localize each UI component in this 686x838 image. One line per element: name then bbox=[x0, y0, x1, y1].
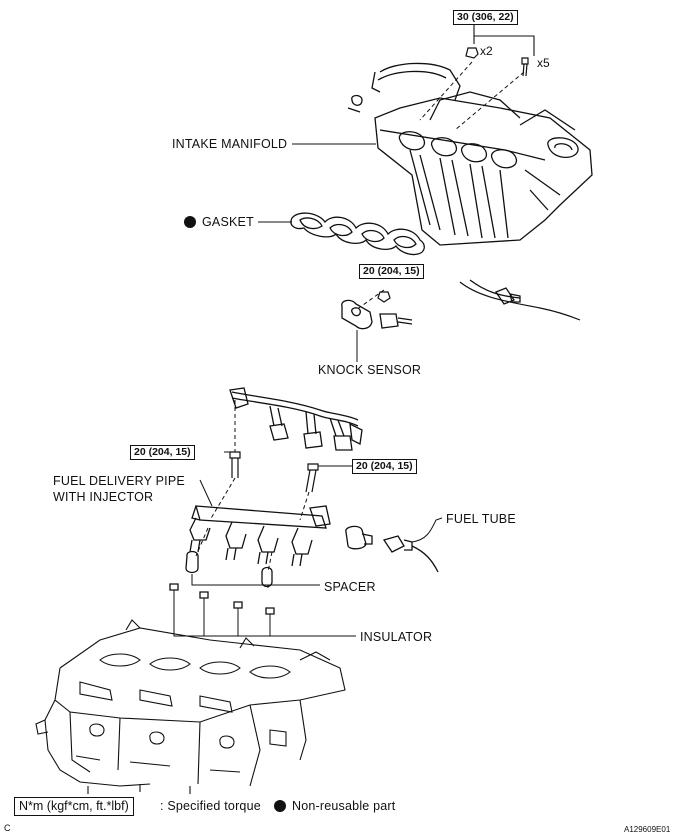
legend-torque-desc: : Specified torque bbox=[160, 799, 261, 813]
torque-spec-delivery-left: 20 (204, 15) bbox=[130, 445, 195, 460]
fuel-delivery-pipe-drawing bbox=[189, 505, 331, 567]
label-with-injector: WITH INJECTOR bbox=[53, 490, 154, 504]
insulator-icon bbox=[199, 591, 209, 599]
torque-spec-knock-sensor: 20 (204, 15) bbox=[359, 264, 424, 279]
nut-count: x2 bbox=[480, 44, 493, 58]
label-gasket: GASKET bbox=[202, 215, 254, 229]
label-fuel-tube: FUEL TUBE bbox=[446, 512, 516, 526]
nut-icon bbox=[465, 47, 479, 59]
insulator-icon bbox=[169, 583, 179, 591]
label-insulator: INSULATOR bbox=[360, 630, 433, 644]
label-intake-manifold: INTAKE MANIFOLD bbox=[172, 137, 288, 151]
label-fuel-delivery-pipe: FUEL DELIVERY PIPE bbox=[53, 474, 185, 488]
intake-manifold-drawing bbox=[347, 62, 593, 246]
engine-block-drawing bbox=[35, 619, 346, 794]
bolt-icon bbox=[521, 57, 529, 77]
wire-harness-drawing bbox=[229, 387, 363, 451]
insulator-icon bbox=[233, 601, 243, 609]
corner-code-left: C bbox=[4, 823, 11, 833]
torque-spec-manifold: 30 (306, 22) bbox=[453, 10, 518, 25]
spacer-icon bbox=[261, 566, 273, 588]
label-spacer: SPACER bbox=[324, 580, 376, 594]
torque-spec-delivery-right: 20 (204, 15) bbox=[352, 459, 417, 474]
knock-sensor-drawing bbox=[341, 299, 413, 330]
nonreusable-bullet-icon bbox=[184, 216, 196, 228]
label-knock-sensor: KNOCK SENSOR bbox=[318, 363, 422, 377]
legend-torque-unit: N*m (kgf*cm, ft.*lbf) bbox=[14, 797, 134, 816]
legend-nonreusable-desc: Non-reusable part bbox=[292, 799, 396, 813]
gasket-drawing bbox=[290, 212, 425, 256]
bolt-count: x5 bbox=[537, 56, 550, 70]
nonreusable-bullet-icon bbox=[274, 800, 286, 812]
insulator-icon bbox=[265, 607, 275, 615]
corner-code-right: A129609E01 bbox=[624, 825, 671, 834]
spacer-icon bbox=[185, 550, 199, 574]
